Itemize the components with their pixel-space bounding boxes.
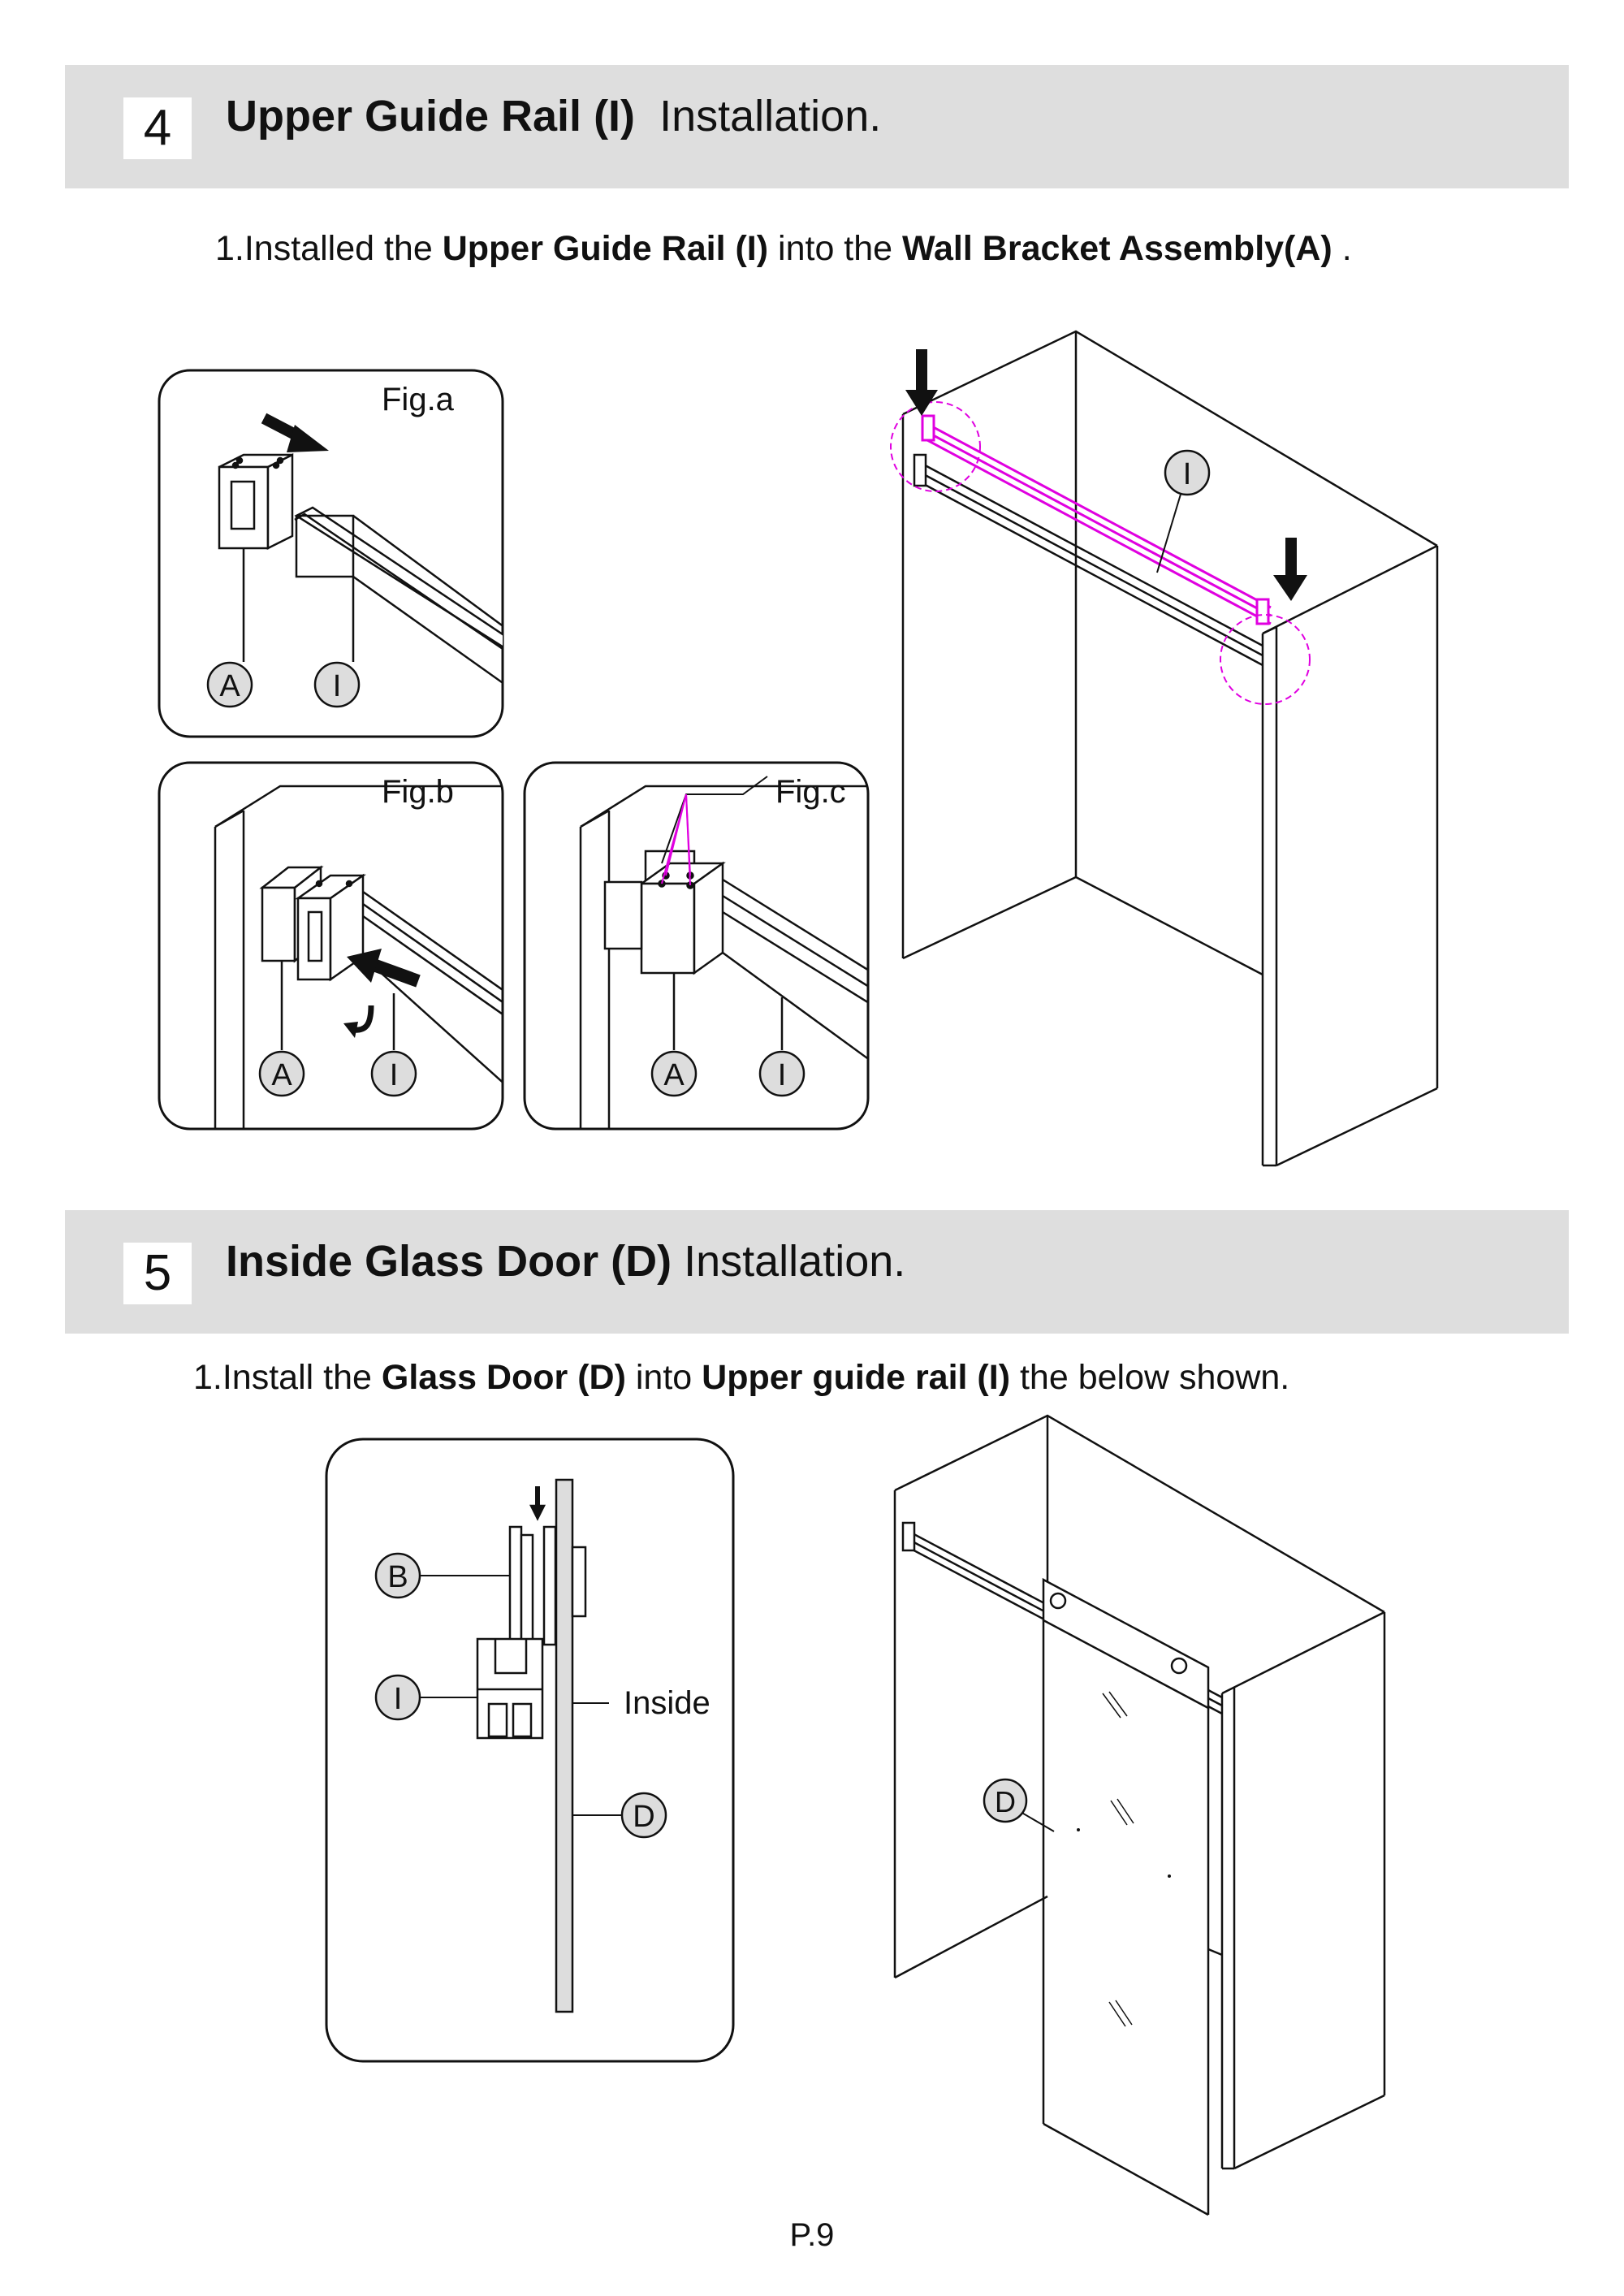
figure-c: Fig.c A I (523, 761, 870, 1131)
enclosure-drawing (893, 1414, 1386, 2170)
section-5-header: 5 Inside Glass Door (D) Installation. (65, 1210, 1569, 1334)
guide-rail-i-drawing (294, 506, 503, 688)
down-arrow-icon (905, 349, 938, 416)
figure-b-caption: Fig.b (382, 774, 454, 810)
figure-c-caption: Fig.c (775, 774, 846, 810)
down-arrow-icon (529, 1486, 546, 1521)
step-4-instruction: 1.Installed the Upper Guide Rail (I) int… (215, 229, 1352, 268)
svg-text:A: A (663, 1058, 685, 1092)
page-number: P.9 (789, 2217, 835, 2253)
glass-door-d-drawing (1004, 1577, 1210, 2216)
callout-i: I (374, 1674, 421, 1721)
section-4-header: 4 Upper Guide Rail (I) Installation. (65, 65, 1569, 188)
figure-a: Fig.a A I (158, 369, 504, 738)
screw-leader-lines (661, 793, 691, 886)
callout-d: D (983, 1778, 1028, 1823)
svg-text:D: D (633, 1800, 654, 1834)
step-title: Inside Glass Door (D) Installation. (226, 1236, 905, 1286)
inside-label: Inside (624, 1685, 710, 1721)
svg-text:I: I (1183, 457, 1192, 491)
enclosure-rail-overview: I (890, 330, 1439, 1167)
wall-panel-drawing (214, 785, 503, 1129)
step-title-bold: Upper Guide Rail (I) (226, 92, 636, 141)
step-number: 4 (123, 97, 192, 159)
guide-rail-i-section (476, 1637, 544, 1740)
step-title-bold: Inside Glass Door (D) (226, 1237, 672, 1286)
callout-d: D (620, 1792, 667, 1839)
roller-b-drawing (508, 1525, 587, 1646)
down-arrow-icon (1273, 538, 1307, 601)
highlight-circle-right (1220, 614, 1311, 705)
step-title-rest: Installation. (672, 1237, 906, 1286)
door-cross-section-detail: B I D Inside (325, 1438, 735, 2063)
svg-text:I: I (778, 1058, 787, 1092)
callout-a: A (206, 661, 253, 708)
figure-a-caption: Fig.a (382, 382, 455, 417)
guide-rail-i-drawing (913, 453, 1263, 667)
bracket-a-drawing (259, 865, 366, 982)
enclosure-door-overview: D (893, 1414, 1386, 2216)
bracket-a-drawing (218, 452, 294, 551)
highlight-circle-left (890, 401, 981, 492)
push-arrow-icon (347, 949, 421, 988)
enclosure-drawing (901, 330, 1439, 1167)
rail-highlight (921, 414, 1272, 625)
bracket-a-drawing (603, 850, 726, 975)
figure-b: Fig.b A I (158, 761, 504, 1131)
rotate-arrow-icon (343, 1005, 374, 1038)
step-number: 5 (123, 1243, 192, 1304)
wall-panel-drawing (579, 785, 868, 1129)
push-arrow-icon (261, 413, 329, 452)
svg-text:B: B (387, 1560, 408, 1594)
callout-a: A (650, 1050, 698, 1097)
callout-i: I (370, 1050, 417, 1097)
step-title: Upper Guide Rail (I) Installation. (226, 91, 881, 141)
svg-text:A: A (219, 669, 240, 703)
svg-text:I: I (390, 1058, 399, 1092)
svg-text:I: I (333, 669, 342, 703)
callout-b: B (374, 1552, 421, 1599)
svg-text:I: I (394, 1682, 403, 1716)
callout-i: I (758, 1050, 806, 1097)
step-5-instruction: 1.Install the Glass Door (D) into Upper … (193, 1358, 1290, 1397)
guide-rail-i-drawing (722, 878, 868, 1064)
callout-a: A (258, 1050, 305, 1097)
svg-text:A: A (271, 1058, 292, 1092)
guide-rail-i-drawing (362, 890, 503, 1087)
svg-text:D: D (995, 1785, 1016, 1818)
glass-door-d-section (555, 1478, 574, 2013)
detail-frame (325, 1438, 735, 2063)
callout-i: I (1164, 449, 1211, 496)
step-title-rest: Installation. (659, 92, 882, 141)
callout-i: I (313, 661, 361, 708)
